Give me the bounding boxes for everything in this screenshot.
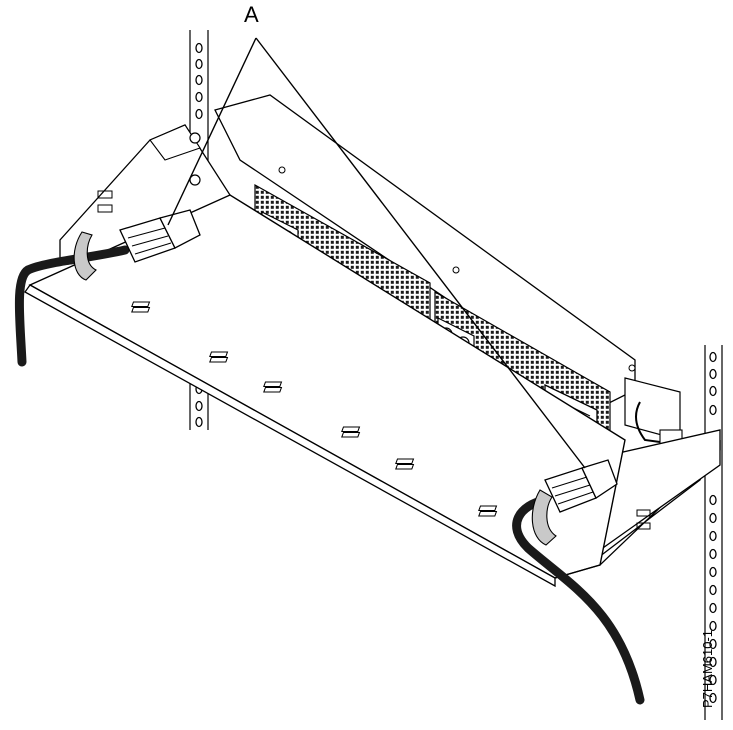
figure-id-label: P7HAM610-1 bbox=[700, 629, 715, 708]
left-bracket bbox=[59, 124, 231, 266]
callout-label-a: A bbox=[244, 2, 259, 27]
shelf-tray bbox=[24, 194, 626, 588]
right-power-cord bbox=[512, 459, 645, 705]
right-rack-rail bbox=[704, 345, 723, 720]
callout-leaders bbox=[167, 37, 586, 469]
server-chassis bbox=[214, 94, 683, 456]
left-power-cord bbox=[14, 209, 201, 367]
